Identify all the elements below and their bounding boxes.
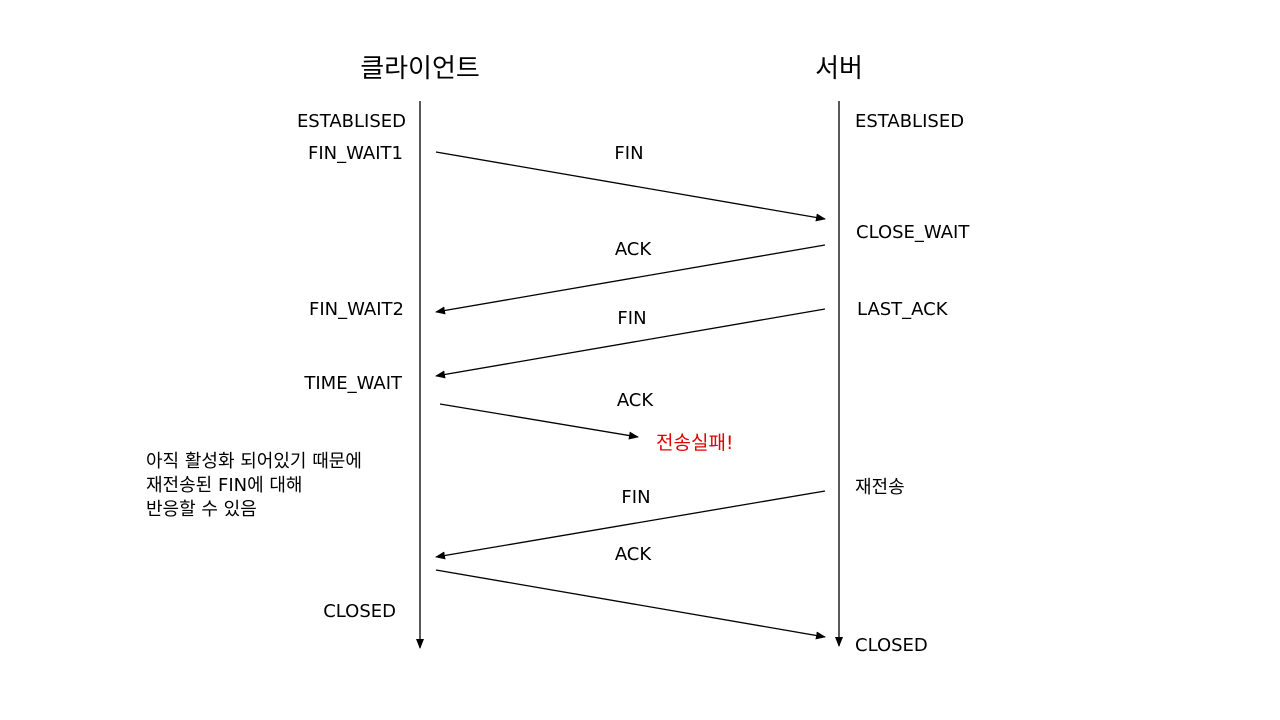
arrow-fin-retransmit bbox=[435, 490, 826, 560]
server-state-last-ack: LAST_ACK bbox=[857, 299, 949, 320]
client-state-closed: CLOSED bbox=[323, 601, 396, 622]
server-state-close-wait: CLOSE_WAIT bbox=[856, 222, 970, 243]
note-line-3: 반응할 수 있음 bbox=[146, 499, 257, 520]
arrow-ack-final bbox=[435, 569, 826, 640]
note-line-1: 아직 활성화 되어있기 때문에 bbox=[146, 451, 362, 472]
message-label-fin-2: FIN bbox=[617, 308, 646, 329]
client-state-fin-wait2: FIN_WAIT2 bbox=[309, 299, 404, 320]
message-label-ack-lost: ACK bbox=[617, 390, 655, 411]
arrow-ack-lost bbox=[439, 403, 639, 440]
message-label-fin-1: FIN bbox=[614, 143, 643, 164]
transmission-failure-label: 전송실패! bbox=[656, 432, 734, 454]
arrow-fin-2 bbox=[435, 308, 826, 379]
arrow-fin-1 bbox=[435, 151, 826, 222]
client-state-time-wait: TIME_WAIT bbox=[303, 373, 403, 394]
note-line-2: 재전송된 FIN에 대해 bbox=[146, 475, 303, 496]
client-header: 클라이언트 bbox=[360, 54, 480, 84]
arrow-ack-1 bbox=[435, 244, 826, 315]
server-state-closed: CLOSED bbox=[855, 635, 928, 656]
server-header: 서버 bbox=[815, 54, 863, 84]
message-label-ack-1: ACK bbox=[615, 239, 653, 260]
message-label-ack-final: ACK bbox=[615, 544, 653, 565]
client-state-fin-wait1: FIN_WAIT1 bbox=[308, 143, 403, 164]
server-state-established: ESTABLISED bbox=[855, 111, 964, 132]
client-state-established: ESTABLISED bbox=[297, 111, 406, 132]
server-state-retransmit: 재전송 bbox=[855, 477, 905, 498]
message-label-fin-retransmit: FIN bbox=[621, 487, 650, 508]
